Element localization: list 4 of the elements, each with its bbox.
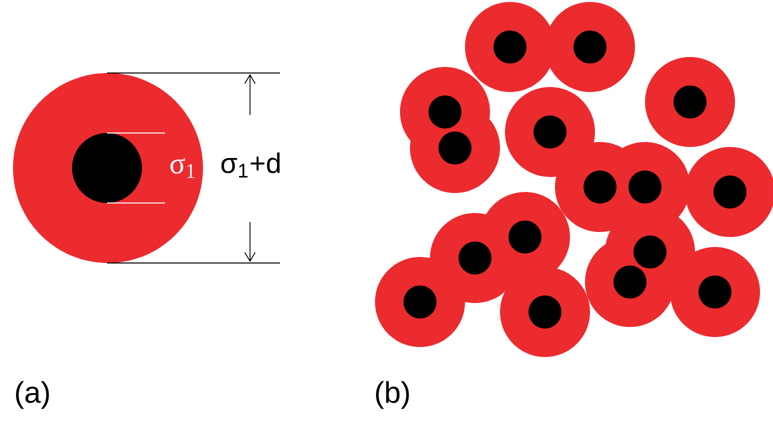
dimension-label: σ$_{1}$+d bbox=[221, 152, 280, 178]
symbol-label: σ$_{1}$ bbox=[170, 158, 195, 178]
panel-label: (b) bbox=[376, 381, 409, 409]
panel-label: (a) bbox=[16, 381, 49, 409]
